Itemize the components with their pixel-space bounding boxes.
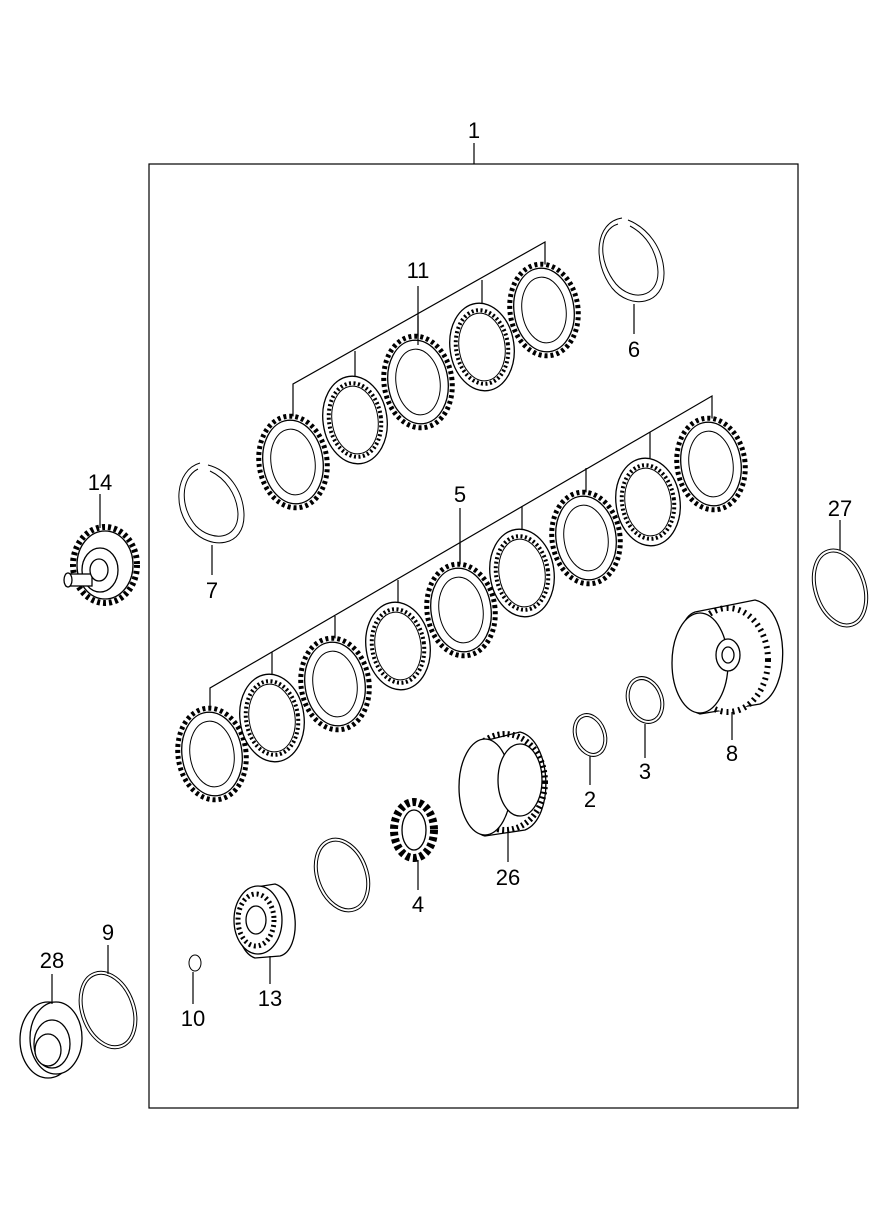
snap-ring-7 <box>178 462 245 575</box>
ring-2 <box>572 713 608 785</box>
callout-2: 2 <box>584 787 596 812</box>
spring-assembly-4 <box>390 798 438 890</box>
clutch-plates-11 <box>253 240 584 512</box>
snap-ring-6 <box>598 217 665 334</box>
callout-14: 14 <box>88 470 112 495</box>
ring-3 <box>625 676 665 758</box>
callout-27: 27 <box>828 496 852 521</box>
callout-6: 6 <box>628 337 640 362</box>
callout-28: 28 <box>40 948 64 973</box>
clutch-drum-8 <box>671 599 784 740</box>
callout-13: 13 <box>258 986 282 1011</box>
ring-9 <box>78 945 138 1050</box>
seal-ring <box>313 837 371 913</box>
clutch-plates-5 <box>172 394 751 804</box>
callout-3: 3 <box>639 759 651 784</box>
callout-11: 11 <box>407 258 430 283</box>
callout-26: 26 <box>496 865 520 890</box>
callout-7: 7 <box>206 578 218 603</box>
carrier-13 <box>233 883 296 984</box>
ring-27 <box>811 520 869 628</box>
gear-14 <box>63 494 140 606</box>
callout-8: 8 <box>726 741 738 766</box>
callout-4: 4 <box>412 892 424 917</box>
callout-5: 5 <box>454 482 466 507</box>
clutch-hub-26 <box>458 731 548 862</box>
clip-10 <box>188 954 202 1004</box>
callout-9: 9 <box>102 920 114 945</box>
callout-1: 1 <box>468 118 480 143</box>
callout-10: 10 <box>181 1006 205 1031</box>
piston-28 <box>19 974 83 1079</box>
